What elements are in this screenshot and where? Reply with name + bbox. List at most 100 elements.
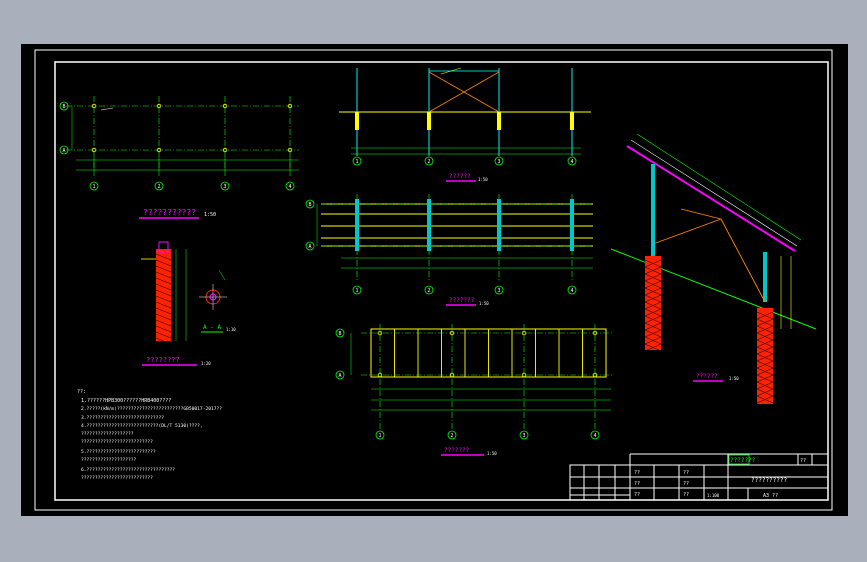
note-line: 3.???????????????????????????? (81, 415, 164, 421)
brace (680, 208, 722, 220)
axis-bubble-1 (352, 156, 362, 166)
plan1-scale: 1:50 (204, 212, 216, 218)
pile-hatch (644, 343, 662, 352)
cross-brace (428, 71, 500, 113)
note-line: 4.??????????????????????????(DL/T 5130)?… (81, 423, 203, 429)
column-cap (158, 241, 169, 253)
pile-hatch (644, 322, 662, 331)
notes-heading: ??: (77, 389, 86, 395)
axis-bubble-A (335, 370, 345, 380)
note-line: ??????????????????? (81, 431, 134, 437)
axis-bubble-label: 2 (157, 184, 160, 190)
axis-bubble-label: 4 (570, 288, 573, 294)
column-base (427, 112, 431, 130)
axis-bubble-label: 2 (450, 433, 453, 439)
column-hatch (155, 271, 172, 279)
leader (100, 107, 114, 111)
elevation-title: ?????? (449, 173, 471, 180)
axis-bubble-label: 3 (522, 433, 525, 439)
axis-bubble-label: 2 (427, 288, 430, 294)
axis-bubble-label: B (338, 331, 341, 337)
side-elev-title: ?????? (696, 373, 718, 380)
column-node (91, 147, 97, 153)
axis-bubble-3 (519, 430, 529, 440)
column-node (156, 147, 162, 153)
title-cell: ?? (634, 492, 640, 498)
title-project: ??????? (730, 457, 756, 464)
title-rows: ?? ?? ?? ?? ?? ?? (634, 470, 689, 498)
column-strip (427, 199, 431, 251)
column-hatch (155, 259, 172, 267)
axis-bubble-A (305, 241, 315, 251)
title-scale: 1:100 (707, 493, 720, 498)
axis-bubble-label: 1 (355, 159, 358, 165)
column-base (570, 112, 574, 130)
beam-plan-title: ??????? (449, 297, 475, 304)
note-line: 6.???????????????????????????????? (81, 467, 175, 473)
panel-plan-scale: 1:50 (487, 451, 497, 456)
axis-bubble-2 (424, 285, 434, 295)
column-strip (570, 199, 574, 251)
title-code: ?? (800, 458, 806, 464)
pile-hatch (644, 301, 662, 310)
column-node (287, 147, 293, 153)
axis-bubble-label: A (62, 148, 65, 154)
brace (720, 218, 766, 303)
column-detail (141, 241, 227, 345)
axis-bubble-4 (590, 430, 600, 440)
column-hatch (155, 331, 172, 339)
pile-hatch (756, 395, 774, 404)
axis-bubble-4 (567, 156, 577, 166)
pile-hatch (756, 339, 774, 348)
pile-hatch (644, 273, 662, 282)
column-detail-scale: 1:20 (201, 361, 211, 366)
column-node (91, 103, 97, 109)
column-body (156, 249, 171, 341)
axis-bubble-4 (567, 285, 577, 295)
column-hatch (155, 307, 172, 315)
elevation-scale: 1:50 (478, 177, 488, 182)
axis-bubble-3 (494, 156, 504, 166)
note-line: ?????????????????????????? (81, 439, 153, 445)
pile-hatch (644, 259, 662, 268)
pile-hatch (756, 374, 774, 383)
note-line: 1.??????HPB300??????HRB400???? (81, 398, 171, 404)
leader (440, 67, 462, 75)
dim-line (218, 269, 226, 281)
pile-hatch (756, 346, 774, 355)
column-detail-title: ???????? (146, 356, 180, 364)
pile-hatch (644, 315, 662, 324)
axis-bubble-3 (220, 181, 230, 191)
column-hatch (155, 337, 172, 345)
column-hatch (155, 313, 172, 321)
module-edge (630, 139, 798, 247)
pile-hatch (644, 308, 662, 317)
axis-bubble-label: 1 (92, 184, 95, 190)
column-hatch (155, 253, 172, 261)
panel-plan-title: ??????? (444, 447, 470, 454)
column-hatch (155, 295, 172, 303)
section-aa-title: A - A (203, 324, 221, 331)
pile-hatch (756, 318, 774, 327)
title-block-frame (569, 453, 829, 501)
axis-bubble-label: 4 (570, 159, 573, 165)
axis-bubble-A (59, 145, 69, 155)
side-elevation (610, 133, 817, 404)
pile-hatch (644, 336, 662, 345)
section-aa-scale: 1:10 (226, 327, 236, 332)
column-node (287, 103, 293, 109)
pile-hatch (644, 266, 662, 275)
rear-post (763, 252, 767, 302)
column-hatch (155, 283, 172, 291)
axis-bubble-label: 1 (355, 288, 358, 294)
pile-hatch (756, 332, 774, 341)
axis-bubble-label: 3 (497, 288, 500, 294)
axis-bubble-2 (447, 430, 457, 440)
